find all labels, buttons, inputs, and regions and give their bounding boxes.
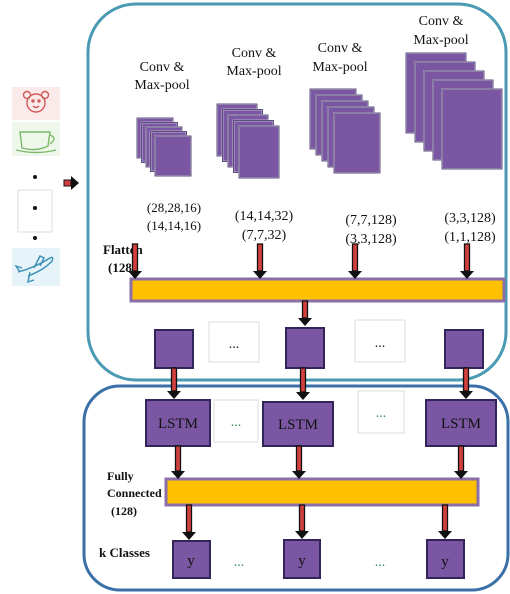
flow-arrows: [128, 243, 474, 540]
feature-map-layer: [154, 135, 192, 177]
feature-map-layer: [333, 112, 381, 174]
feature-vector-node: [444, 329, 484, 369]
arrow-head-icon: [292, 471, 306, 479]
ellipsis-text: ...: [229, 337, 240, 352]
stage-1-title-line1: Conv &: [140, 60, 185, 75]
arrow-shaft: [351, 243, 359, 272]
arrow-head-icon: [454, 471, 468, 479]
lstm-label: LSTM: [278, 417, 318, 433]
cnn-panel: [86, 2, 508, 382]
arrow-shaft: [185, 504, 193, 533]
arrow-head-icon: [459, 391, 473, 399]
stage-2-title-line2: Max-pool: [226, 64, 281, 79]
output-node: [426, 539, 465, 579]
ellipsis-box: [213, 399, 259, 443]
arrow-head-icon: [348, 271, 362, 279]
output-node-label: y: [441, 554, 449, 570]
stage-4-title-line2: Max-pool: [413, 33, 468, 48]
feature-vector-node: [154, 329, 194, 369]
arrow-head-icon: [298, 318, 312, 326]
cup-icon: [15, 131, 57, 154]
stage-4-title-line1: Conv &: [419, 14, 464, 29]
output-node-label: y: [187, 553, 195, 569]
output-node: [283, 539, 321, 579]
stage-3-title-line2: Max-pool: [312, 60, 367, 75]
ellipsis-text: ...: [375, 336, 386, 351]
arrow-head-icon: [167, 391, 181, 399]
ellipsis-box: [357, 390, 405, 434]
airplane-icon: [14, 255, 54, 284]
stage-4-shape-line2: (1,1,128): [444, 230, 496, 245]
feature-map-outline: [333, 112, 381, 174]
ellipsis-dot: [33, 236, 37, 240]
stage-3-title-line1: Conv &: [318, 41, 363, 56]
feature-map-outline: [238, 125, 280, 179]
stage-2-title-line1: Conv &: [232, 46, 277, 61]
arrow-shaft: [299, 367, 307, 393]
ellipsis-text: ...: [376, 406, 387, 421]
arrow-shaft: [131, 243, 139, 272]
feature-map-stacks: [136, 52, 503, 179]
arrow-shaft: [463, 243, 471, 272]
arrow-shaft: [295, 445, 303, 472]
arrow-head-icon: [253, 271, 267, 279]
arrow-head-icon: [438, 531, 452, 539]
ellipsis-box: [208, 321, 260, 363]
stage-1-shape-line2: (14,14,16): [147, 218, 201, 233]
ellipsis-box: [354, 319, 406, 363]
stage-3-shape-line1: (7,7,128): [345, 213, 397, 228]
feature-map-outline: [441, 88, 503, 170]
arrow-shaft: [298, 504, 306, 532]
stage-2-shape-line2: (7,7,32): [242, 228, 287, 243]
arrow-shaft: [256, 243, 264, 272]
ellipsis-text: ...: [231, 415, 242, 430]
arrow-shaft: [441, 504, 449, 532]
fc-label-line3: (128): [111, 504, 137, 518]
lstm-label: LSTM: [441, 416, 481, 432]
ellipsis-text: ...: [234, 555, 245, 570]
stage-1-shape-line1: (28,28,16): [147, 200, 201, 215]
arrow-head-icon: [128, 271, 142, 279]
arrow-shaft: [170, 367, 178, 392]
stage-1-title-line2: Max-pool: [134, 78, 189, 93]
fc-label-line2: Connected: [107, 486, 162, 500]
rnn-panel: [82, 384, 510, 592]
output-node-label: y: [298, 553, 306, 569]
feature-map-outline: [154, 135, 192, 177]
feature-map-layer: [441, 88, 503, 170]
arrow-head-icon: [295, 531, 309, 539]
feature-map-layer: [238, 125, 280, 179]
feature-vector-node: [285, 327, 325, 369]
ellipsis-dot: [33, 175, 37, 179]
arrow-head-icon: [460, 271, 474, 279]
fc-label-line1: Fully: [107, 469, 134, 483]
right-arrow-icon: [63, 176, 79, 190]
ellipsis-text: ...: [375, 555, 386, 570]
arrow-shaft: [457, 445, 465, 472]
arrow-shaft: [174, 445, 182, 472]
arrow-shaft: [301, 300, 309, 319]
input-images: [12, 87, 79, 286]
ellipsis-dot: [33, 206, 37, 210]
lstm-label: LSTM: [158, 416, 198, 432]
blank-sketch: [17, 189, 53, 233]
stage-2-shape-line1: (14,14,32): [235, 209, 294, 224]
arrow-head-icon: [171, 471, 185, 479]
flatten-bar: [129, 277, 506, 303]
fully-connected-bar: [164, 477, 480, 507]
stage-3-shape-line2: (3,3,128): [345, 232, 397, 247]
arrow-head-icon: [296, 392, 310, 400]
lstm-cell: [262, 401, 334, 447]
output-node: [172, 540, 211, 579]
arrow-shaft: [462, 367, 470, 392]
teddy-bear-icon: [22, 90, 50, 113]
teddy-bear-sketch: [12, 87, 60, 120]
k-classes-label: k Classes: [99, 545, 150, 560]
stage-4-shape-line1: (3,3,128): [444, 211, 496, 226]
arrow-head-icon: [182, 532, 196, 540]
